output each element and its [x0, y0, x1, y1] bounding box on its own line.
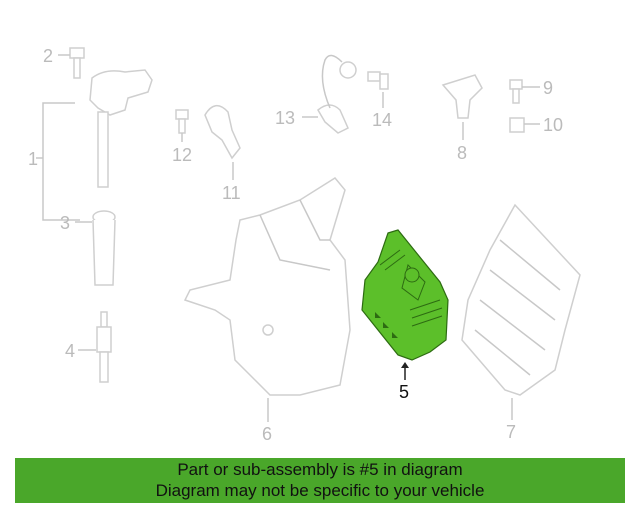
callout-14: 14 [372, 110, 392, 130]
callout-8: 8 [457, 143, 467, 163]
callout-4: 4 [65, 341, 75, 361]
spark-plug-boot-part[interactable] [92, 210, 116, 286]
callout-10: 10 [543, 115, 563, 135]
callout-11: 11 [222, 183, 241, 203]
callout-3: 3 [60, 213, 70, 233]
sensor-part-11[interactable] [204, 105, 241, 160]
banner-line-disclaimer: Diagram may not be specific to your vehi… [155, 481, 485, 500]
parts-diagram: 1 2 3 4 5 6 7 8 9 10 11 12 13 14 [28, 46, 581, 444]
callout-2: 2 [43, 46, 53, 66]
diagram-notice-banner: Part or sub-assembly is #5 in diagram Di… [15, 458, 625, 503]
plug-part-10[interactable] [509, 117, 525, 133]
ignition-coil-part[interactable] [89, 69, 153, 188]
housing-part-6[interactable] [183, 177, 351, 396]
callout-12: 12 [172, 145, 192, 165]
bolt-part-2[interactable] [69, 47, 85, 79]
callout-7: 7 [506, 422, 516, 442]
sensor-part-8[interactable] [441, 74, 483, 119]
callout-1: 1 [28, 149, 38, 169]
sensor-part-13[interactable] [317, 54, 357, 134]
bolt-part-9[interactable] [509, 79, 523, 104]
cover-plate-part-7[interactable] [461, 203, 581, 396]
callout-5[interactable]: 5 [399, 382, 409, 402]
callout-13: 13 [275, 108, 295, 128]
engine-control-module-part-5[interactable] [361, 229, 449, 361]
bolt-part-12[interactable] [175, 109, 189, 134]
banner-line-part-number: Part or sub-assembly is #5 in diagram [177, 460, 463, 479]
bolt-part-14[interactable] [367, 71, 389, 90]
spark-plug-part[interactable] [96, 311, 112, 383]
callout-6: 6 [262, 424, 272, 444]
callout-bracket-1 [36, 102, 80, 221]
callout-9: 9 [543, 78, 553, 98]
